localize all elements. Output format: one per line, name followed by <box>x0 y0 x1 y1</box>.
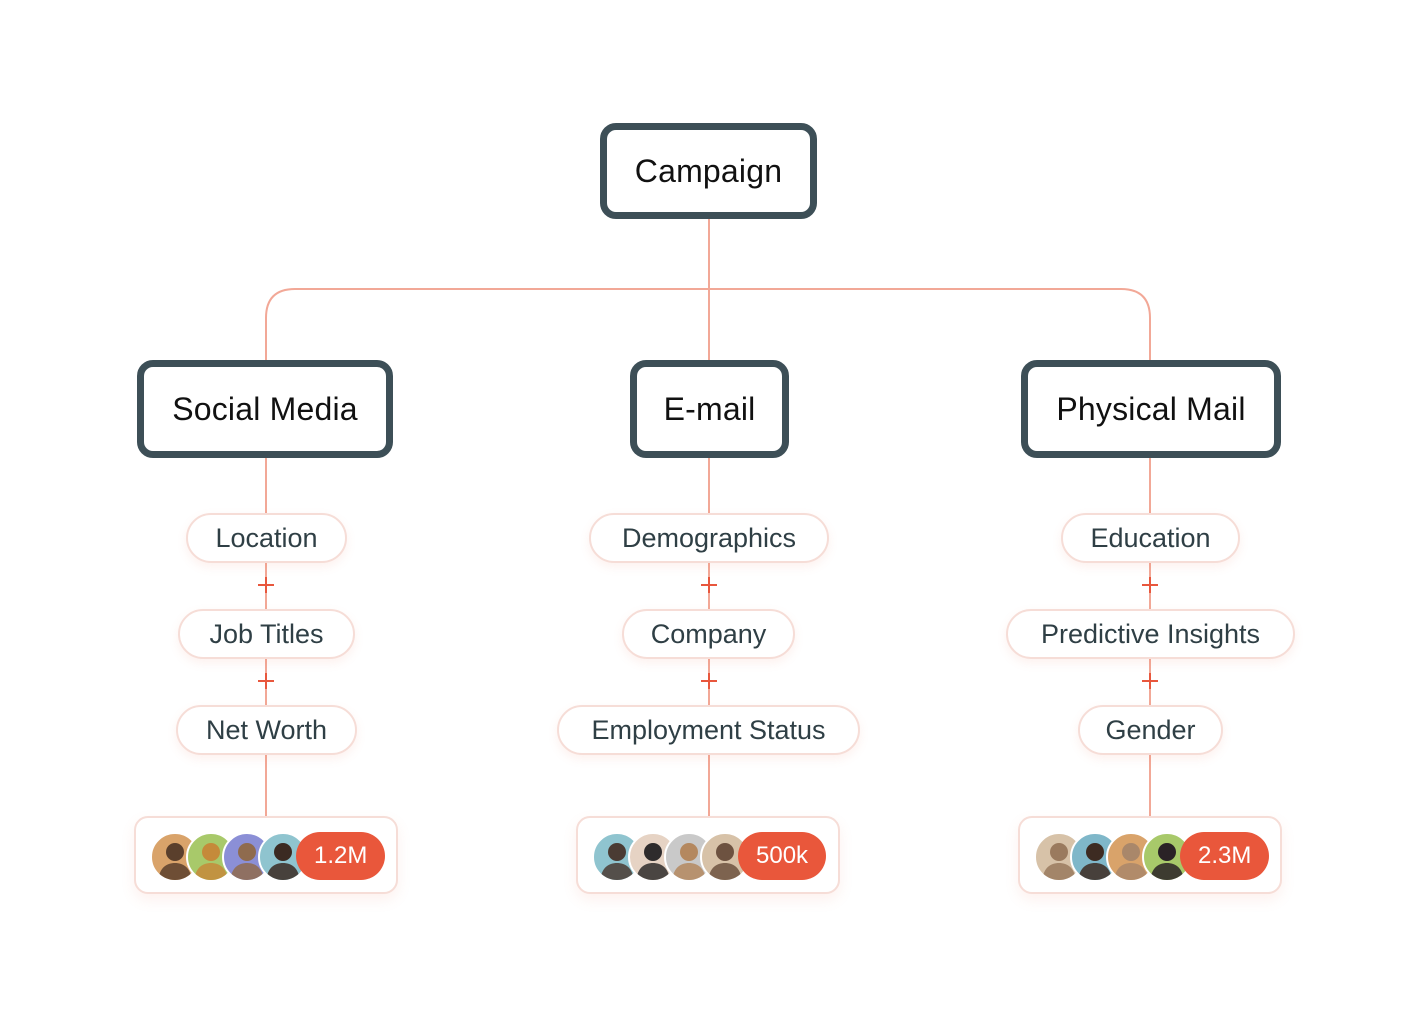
criteria-label: Company <box>650 618 767 649</box>
plus-icon <box>258 577 274 593</box>
criteria-pill: Location <box>186 513 347 563</box>
channel-label: E-mail <box>663 390 756 427</box>
criteria-label: Employment Status <box>591 714 826 745</box>
audience-count-badge: 500k <box>738 832 827 880</box>
criteria-pill: Education <box>1061 513 1240 563</box>
channel-node-email: E-mail <box>630 360 789 458</box>
channel-label: Physical Mail <box>1056 390 1246 427</box>
criteria-pill: Gender <box>1078 705 1223 755</box>
criteria-pill: Demographics <box>589 513 829 563</box>
criteria-label: Net Worth <box>205 714 328 745</box>
plus-icon <box>258 673 274 689</box>
audience-card-social-media: 1.2M <box>134 816 398 894</box>
criteria-label: Location <box>215 522 318 553</box>
criteria-pill: Net Worth <box>176 705 357 755</box>
audience-card-physical-mail: 2.3M <box>1018 816 1282 894</box>
plus-icon <box>701 577 717 593</box>
connector-bus <box>265 288 1151 365</box>
criteria-label: Predictive Insights <box>1040 618 1261 649</box>
criteria-pill: Employment Status <box>557 705 860 755</box>
audience-count-badge: 1.2M <box>296 832 386 880</box>
criteria-label: Gender <box>1105 714 1196 745</box>
plus-icon <box>1142 673 1158 689</box>
plus-icon <box>701 673 717 689</box>
criteria-pill: Predictive Insights <box>1006 609 1295 659</box>
channel-label: Social Media <box>172 390 358 427</box>
criteria-pill: Company <box>622 609 795 659</box>
criteria-label: Demographics <box>621 522 797 553</box>
campaign-node: Campaign <box>600 123 817 219</box>
audience-count-badge: 2.3M <box>1180 832 1270 880</box>
criteria-pill: Job Titles <box>178 609 355 659</box>
criteria-label: Education <box>1090 522 1211 553</box>
campaign-label: Campaign <box>634 152 783 189</box>
audience-card-email: 500k <box>576 816 840 894</box>
channel-node-social-media: Social Media <box>137 360 393 458</box>
criteria-label: Job Titles <box>209 618 324 649</box>
plus-icon <box>1142 577 1158 593</box>
channel-node-physical-mail: Physical Mail <box>1021 360 1281 458</box>
